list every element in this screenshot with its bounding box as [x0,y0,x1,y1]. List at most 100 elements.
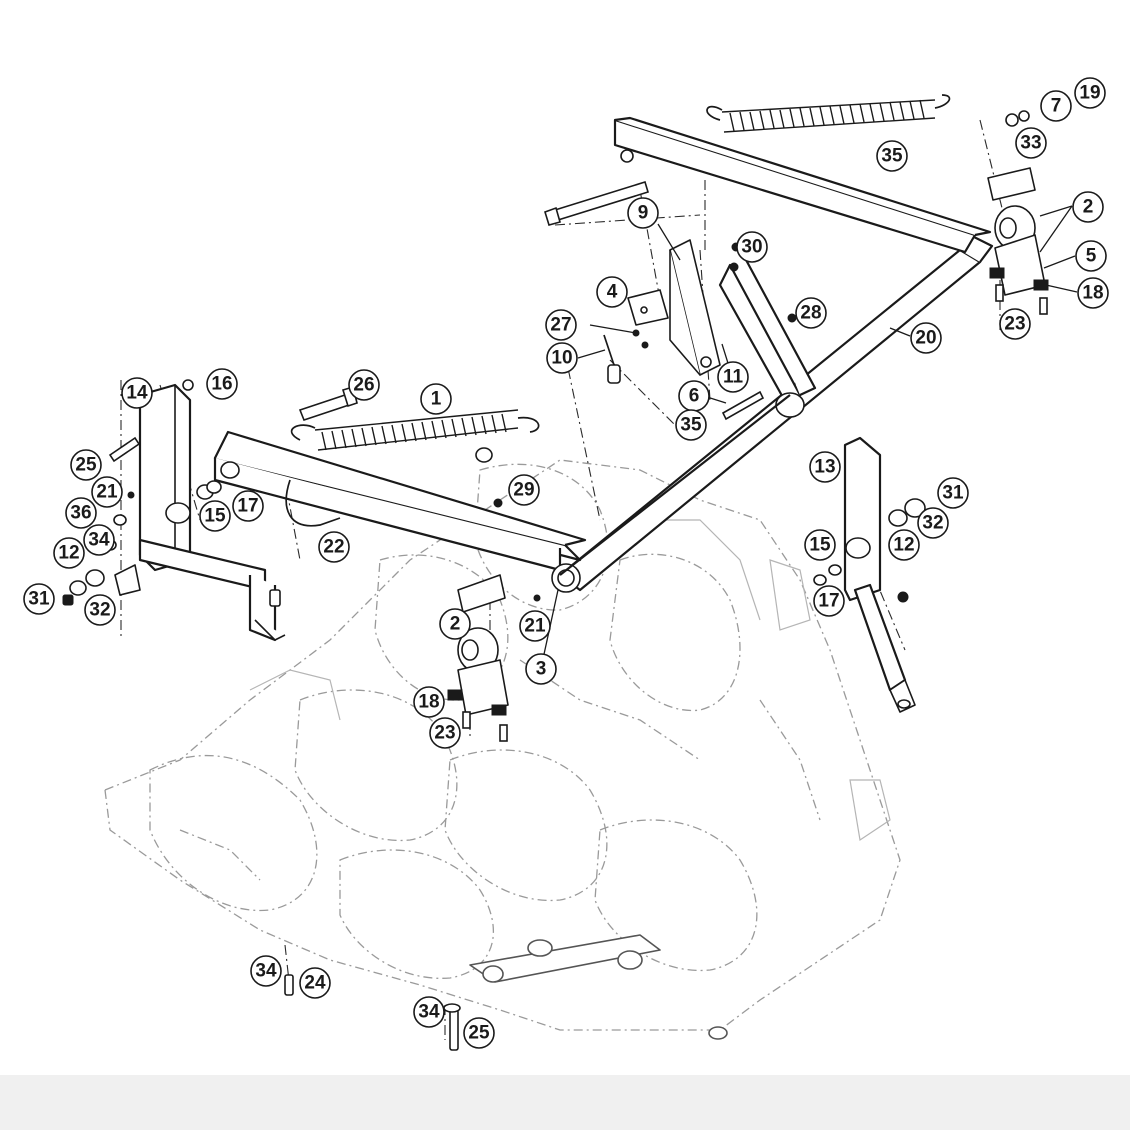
svg-text:34: 34 [418,1002,440,1023]
svg-text:26: 26 [353,375,374,396]
callout-2: 2 [1072,191,1104,223]
svg-text:15: 15 [809,535,831,556]
svg-text:21: 21 [96,482,118,503]
svg-text:23: 23 [434,723,455,744]
callout-9: 9 [627,197,659,229]
callout-14: 14 [121,377,153,409]
svg-text:31: 31 [28,589,50,610]
callout-35: 35 [876,140,908,172]
svg-text:14: 14 [126,383,148,404]
right-hanger [843,436,916,713]
callout-24: 24 [299,967,331,999]
clamp-center [447,574,509,742]
svg-text:12: 12 [893,535,914,556]
callout-26: 26 [348,369,380,401]
callout-27: 27 [545,309,577,341]
callout-17: 17 [232,490,264,522]
callout-23: 23 [429,717,461,749]
callout-7: 7 [1040,90,1072,122]
callout-34: 34 [250,955,282,987]
right-spring [706,94,951,133]
callout-34: 34 [83,524,115,556]
callout-12: 12 [53,537,85,569]
callouts: 1 2 2 3 4 5 6 7 9 10 11 12 12 13 14 15 1… [23,77,1109,1049]
svg-text:5: 5 [1086,246,1097,267]
callout-36: 36 [65,497,97,529]
svg-text:7: 7 [1051,96,1062,117]
svg-text:6: 6 [689,386,700,407]
svg-text:31: 31 [942,483,964,504]
svg-text:25: 25 [468,1023,490,1044]
callout-10: 10 [546,342,578,374]
callout-17: 17 [813,585,845,617]
svg-text:17: 17 [237,496,258,517]
rear-beam [613,118,977,254]
mower-deck-outline [104,459,901,1040]
callout-4: 4 [596,276,628,308]
callout-28: 28 [795,297,827,329]
callout-11: 11 [717,361,749,393]
svg-text:33: 33 [1020,133,1041,154]
center-bracket [669,239,721,376]
callout-25: 25 [463,1017,495,1049]
svg-text:29: 29 [513,480,534,501]
svg-text:35: 35 [881,146,903,167]
callout-21: 21 [91,476,123,508]
clamp-right [987,167,1049,315]
svg-text:16: 16 [211,374,232,395]
mount-block [627,289,669,326]
svg-text:15: 15 [204,506,226,527]
callout-22: 22 [318,531,350,563]
svg-text:18: 18 [418,692,439,713]
callout-1: 1 [420,383,452,415]
svg-text:27: 27 [550,315,571,336]
svg-text:17: 17 [818,591,839,612]
left-hanger [114,383,286,642]
callout-12: 12 [888,529,920,561]
callout-35: 35 [675,409,707,441]
svg-text:1: 1 [431,389,442,410]
callout-13: 13 [809,451,841,483]
callout-31: 31 [23,583,55,615]
callout-31: 31 [937,477,969,509]
a-frame [213,116,994,593]
svg-text:35: 35 [680,415,702,436]
svg-text:34: 34 [88,530,110,551]
svg-text:21: 21 [524,616,546,637]
callout-15: 15 [199,500,231,532]
svg-text:36: 36 [70,503,91,524]
svg-text:11: 11 [723,367,744,388]
bolt-25-left [108,436,141,463]
callout-23: 23 [999,308,1031,340]
svg-text:3: 3 [536,659,547,680]
svg-text:23: 23 [1004,314,1025,335]
pin-6 [721,390,765,421]
small-hardware [62,110,1030,1051]
callout-18: 18 [413,686,445,718]
svg-text:32: 32 [922,513,943,534]
long-bolt-26 [298,385,358,421]
svg-text:28: 28 [800,303,821,324]
callout-32: 32 [84,594,116,626]
svg-text:4: 4 [607,282,618,303]
callout-3: 3 [525,653,557,685]
svg-text:18: 18 [1082,283,1103,304]
svg-text:24: 24 [304,973,326,994]
callout-20: 20 [910,322,942,354]
callout-25: 25 [70,449,102,481]
svg-text:19: 19 [1079,83,1100,104]
callout-32: 32 [917,507,949,539]
callout-16: 16 [206,368,238,400]
callout-19: 19 [1074,77,1106,109]
svg-text:2: 2 [1083,197,1094,218]
callout-6: 6 [678,380,710,412]
rod-22 [285,479,341,527]
floor-shadow [0,1075,1130,1130]
svg-text:32: 32 [89,600,110,621]
long-bolt-upper [544,180,649,226]
svg-text:22: 22 [323,537,344,558]
callout-5: 5 [1075,240,1107,272]
callout-15: 15 [804,529,836,561]
left-spring [290,409,540,451]
